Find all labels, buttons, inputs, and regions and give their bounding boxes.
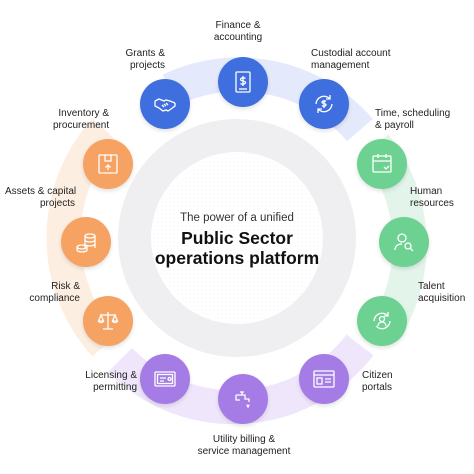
label-utility: Utility billing & service management	[197, 434, 291, 457]
module-time[interactable]	[357, 139, 407, 189]
box-icon	[98, 154, 118, 174]
handshake-icon	[154, 98, 176, 112]
module-assets[interactable]	[61, 217, 111, 267]
label-finance: Finance & accounting	[213, 20, 263, 43]
refresh-dollar-icon	[315, 95, 333, 113]
label-time: Time, scheduling & payroll	[375, 108, 451, 131]
label-custodial: Custodial account management	[311, 48, 391, 71]
label-inventory: Inventory & procurement	[53, 108, 110, 131]
center-title-line1: Public Sector	[181, 228, 293, 248]
browser-window-icon	[313, 370, 335, 388]
center-title-line2: operations platform	[154, 248, 320, 268]
label-licensing: Licensing & permitting	[85, 370, 137, 393]
label-citizen: Citizen portals	[362, 370, 393, 393]
module-inventory[interactable]	[83, 139, 133, 189]
coin-stack-icon	[76, 233, 96, 253]
label-hr: Human resources	[410, 186, 454, 209]
label-grants: Grants & projects	[125, 48, 165, 71]
scales-icon	[97, 312, 119, 330]
center-subtitle: The power of a unified	[180, 212, 294, 224]
label-talent: Talent acquisition	[418, 281, 466, 304]
license-card-icon	[154, 371, 176, 387]
module-grants[interactable]	[140, 79, 190, 129]
person-search-icon	[394, 233, 414, 252]
module-custodial[interactable]	[299, 79, 349, 129]
module-hr[interactable]	[379, 217, 429, 267]
module-finance[interactable]	[218, 57, 268, 107]
module-citizen[interactable]	[299, 354, 349, 404]
module-risk[interactable]	[83, 296, 133, 346]
calendar-check-icon	[372, 154, 392, 173]
module-talent[interactable]	[357, 296, 407, 346]
label-risk: Risk & compliance	[29, 281, 80, 304]
document-dollar-icon	[235, 71, 251, 93]
module-utility[interactable]	[218, 374, 268, 424]
person-refresh-icon	[373, 312, 391, 330]
module-licensing[interactable]	[140, 354, 190, 404]
faucet-icon	[235, 391, 250, 409]
label-assets: Assets & capital projects	[5, 186, 77, 209]
